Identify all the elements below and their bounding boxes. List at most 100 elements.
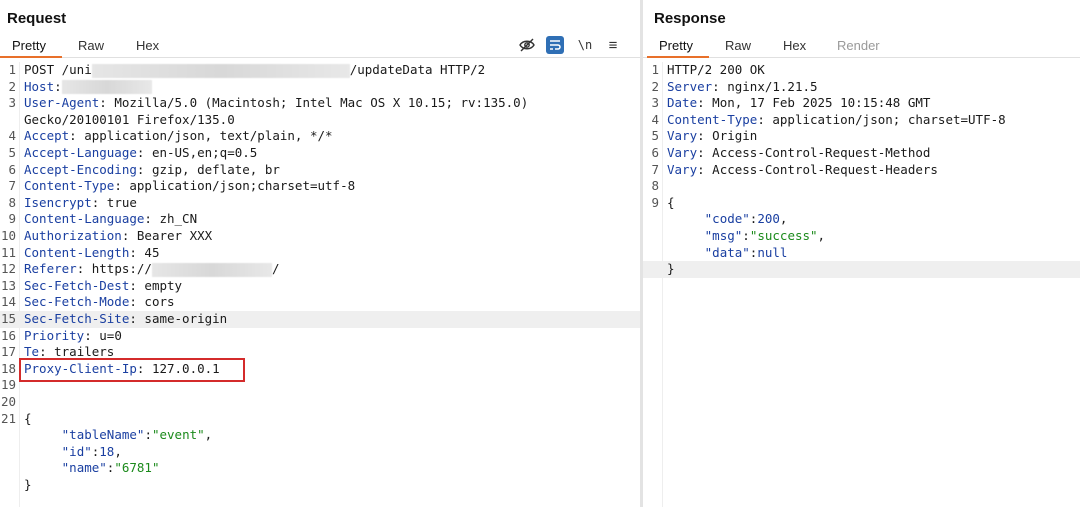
line-number: 6 [651, 145, 659, 160]
header-name: Sec-Fetch-Site [24, 311, 130, 326]
header-value: 127.0.0.1 [144, 360, 220, 376]
line-content: Vary: Origin [667, 128, 757, 145]
header-name: Proxy-Client-Ip [24, 360, 137, 376]
header-name: Vary [667, 128, 698, 144]
code-line: 18 Proxy-Client-Ip: 127.0.0.1 [0, 361, 640, 378]
line-content: "name":"6781" [24, 460, 160, 477]
line-number: 2 [651, 78, 659, 94]
pane-divider[interactable] [640, 0, 643, 507]
line-number: 12 [0, 261, 16, 277]
header-colon: : [99, 95, 107, 111]
header-colon: : [757, 111, 765, 127]
header-colon: : [129, 277, 137, 293]
json-value: 18 [99, 443, 115, 459]
newline-icon[interactable]: \n [577, 38, 593, 52]
tab-pretty[interactable]: Pretty [659, 38, 693, 53]
tab-render[interactable]: Render [837, 38, 880, 53]
header-colon: : [129, 244, 137, 260]
highlight-box [19, 357, 245, 382]
line-number: 8 [651, 178, 659, 194]
line-number: 14 [0, 294, 16, 310]
header-colon: : [697, 95, 705, 111]
header-value: Access-Control-Request-Headers [704, 161, 938, 177]
line-content: Vary: Access-Control-Request-Method [667, 145, 930, 162]
wrap-icon[interactable] [546, 36, 564, 54]
header-colon: : [69, 128, 77, 144]
hide-icon[interactable] [518, 36, 536, 54]
header-value: application/json, text/plain, */* [76, 128, 333, 144]
header-value: Bearer XXX [129, 228, 213, 243]
line-content: Te: trailers [24, 344, 114, 361]
header-colon: : [129, 311, 137, 326]
header-colon: : [84, 327, 92, 343]
header-colon: : [697, 161, 705, 177]
header-value: HTTP/2 200 OK [667, 62, 765, 77]
json-comma: , [817, 228, 826, 243]
code-line: Gecko/20100101 Firefox/135.0 [0, 112, 640, 129]
header-name: Content-Type [24, 178, 115, 194]
line-number: 1 [8, 62, 16, 77]
tab-hex[interactable]: Hex [136, 38, 160, 53]
header-value: gzip, deflate, br [144, 161, 280, 177]
header-name: Content-Language [24, 211, 145, 227]
line-content: Accept-Language: en-US,en;q=0.5 [24, 145, 257, 162]
line-number: 5 [651, 128, 659, 144]
header-name: Accept-Language [24, 145, 137, 160]
menu-icon[interactable]: ≡ [608, 36, 618, 54]
header-value: Mozilla/5.0 (Macintosh; Intel Mac OS X 1… [106, 95, 529, 111]
header-name: Content-Length [24, 244, 130, 260]
header-value: empty [136, 277, 183, 293]
line-content: HTTP/2 200 OK [667, 62, 765, 79]
header-colon: : [54, 78, 62, 94]
active-tab-underline [647, 56, 709, 58]
line-number: 18 [0, 360, 16, 376]
line-number: 9 [8, 211, 16, 227]
redacted-text [151, 262, 272, 277]
header-colon: : [136, 360, 145, 376]
gutter-divider [19, 62, 20, 507]
line-content: Proxy-Client-Ip: 127.0.0.1 [24, 361, 220, 378]
header-name: Sec-Fetch-Dest [24, 277, 130, 293]
code-line: 13 Sec-Fetch-Dest: empty [0, 278, 640, 295]
header-colon: : [76, 261, 85, 277]
header-colon: : [136, 161, 145, 177]
request-toolbar: \n ≡ [518, 36, 628, 54]
json-colon: : [106, 460, 115, 476]
code-line: } [0, 477, 640, 494]
json-value: "6781" [114, 460, 160, 476]
json-colon: : [91, 443, 100, 459]
tab-pretty[interactable]: Pretty [12, 38, 46, 53]
line-content: "tableName":"event", [24, 427, 213, 444]
json-colon: : [749, 244, 758, 260]
line-content: "data":null [667, 244, 788, 262]
json-key: "name" [61, 460, 107, 476]
tab-hex[interactable]: Hex [783, 38, 807, 53]
line-content: "msg":"success", [667, 228, 825, 245]
active-tab-underline [0, 56, 62, 58]
line-number: 11 [0, 244, 16, 260]
tab-raw[interactable]: Raw [78, 38, 105, 53]
header-name: Te [24, 344, 40, 360]
header-value: true [99, 194, 137, 210]
gutter-divider [662, 62, 663, 507]
line-number: 13 [0, 277, 16, 293]
line-number: 7 [651, 161, 659, 177]
json-key: "msg" [704, 228, 743, 243]
line-content: Host: [24, 79, 152, 96]
header-value: https:// [84, 261, 152, 277]
header-value: application/json;charset=utf-8 [121, 178, 356, 194]
code-line: 8 [643, 178, 1080, 195]
tab-raw[interactable]: Raw [725, 38, 752, 53]
line-number: 4 [8, 128, 16, 144]
header-name: Sec-Fetch-Mode [24, 294, 130, 310]
